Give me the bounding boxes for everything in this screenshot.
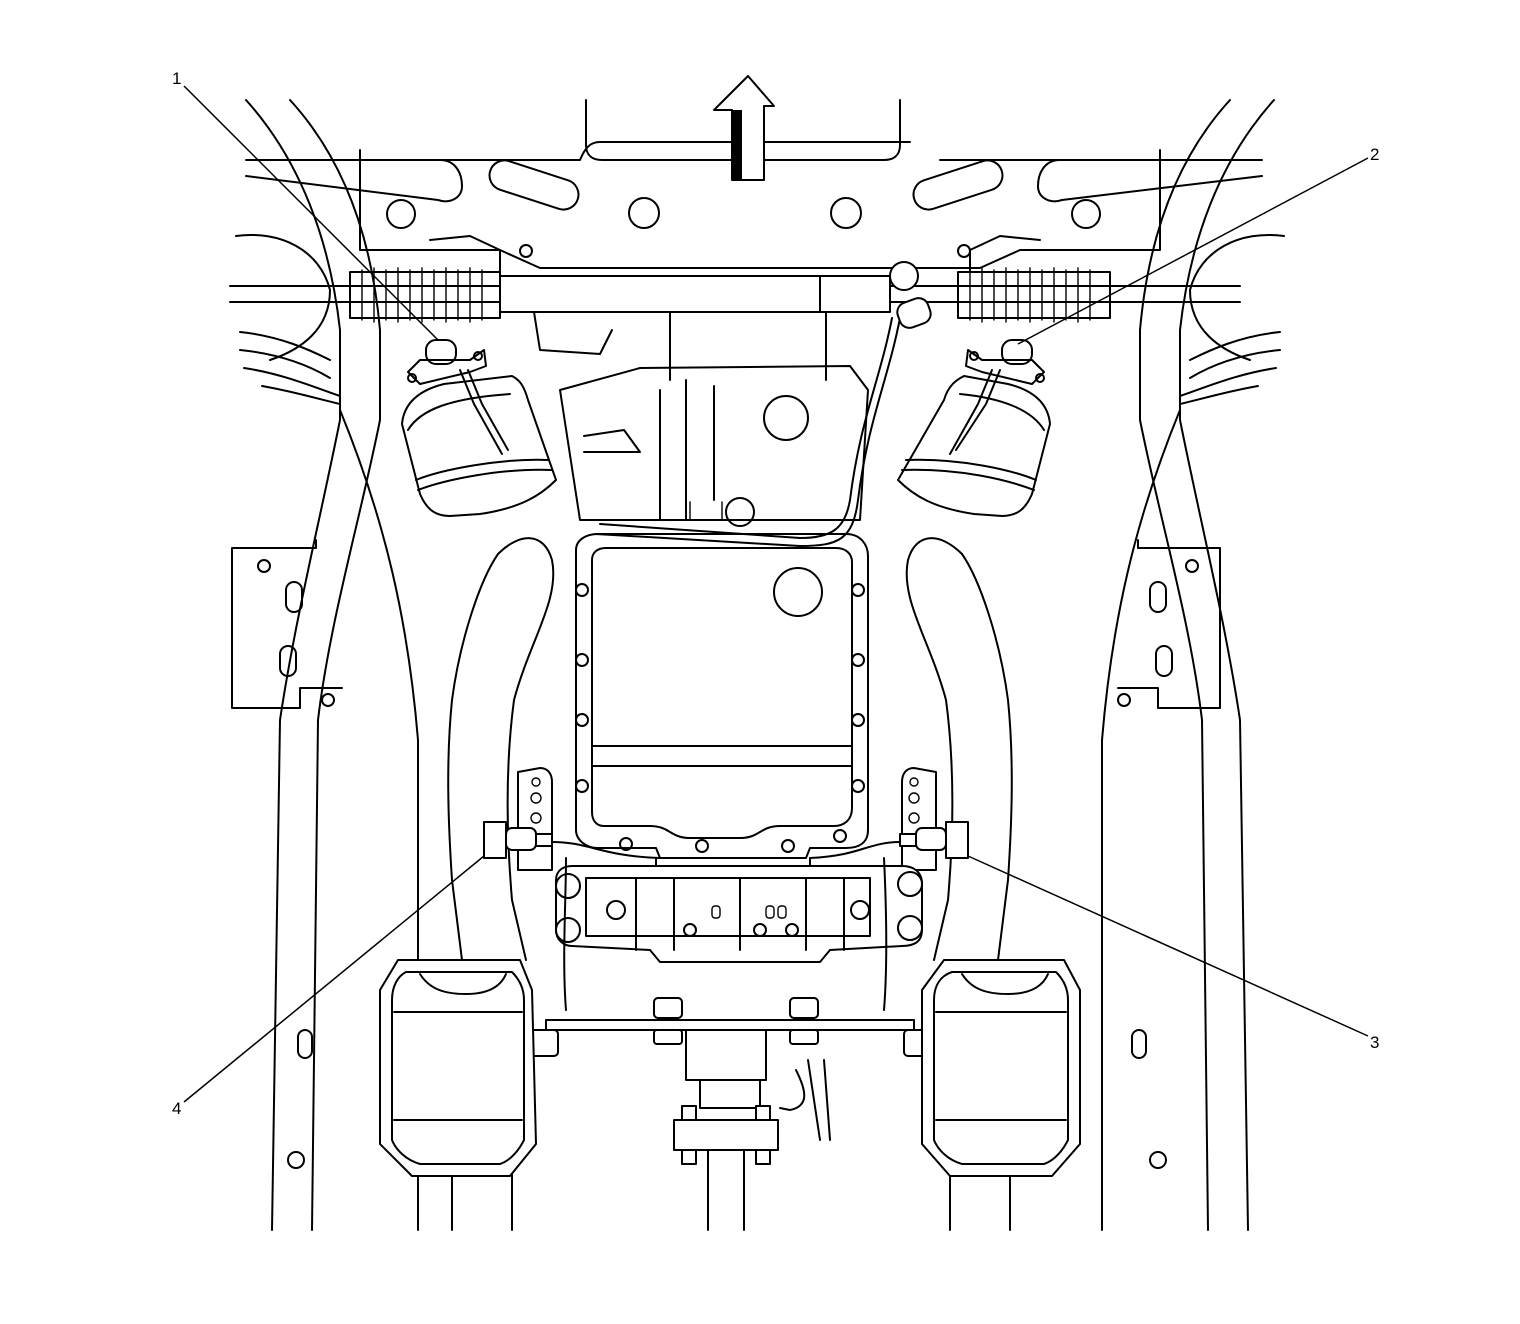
driveshaft	[673, 1029, 831, 1231]
callout-leaders	[183, 85, 1369, 1103]
left-rear-oxygen-sensor	[483, 821, 661, 859]
right-front-catalytic-converter	[897, 339, 1051, 517]
frame-rails	[231, 99, 1275, 1231]
left-rear-catalytic-converter	[379, 959, 537, 1177]
leader-line-2	[1017, 157, 1369, 345]
callout-1: 1	[172, 69, 181, 88]
callout-3: 3	[1370, 1033, 1379, 1052]
right-spring	[1179, 234, 1285, 405]
left-sensor-harness	[563, 857, 567, 1011]
right-rear-catalytic-converter	[921, 959, 1081, 1177]
left-spring	[235, 234, 341, 405]
front-crossmember	[245, 99, 1263, 269]
oil-pan	[575, 533, 869, 859]
front-direction-arrow-icon	[713, 75, 775, 181]
transmission-crossmember	[517, 767, 937, 963]
right-sensor-harness	[883, 857, 888, 1011]
callout-4: 4	[172, 1099, 181, 1118]
steering-rack	[229, 235, 1241, 323]
engine-block	[533, 261, 932, 547]
right-rear-oxygen-sensor	[809, 821, 969, 859]
exhaust-hanger-crossbar	[525, 997, 935, 1057]
leader-line-3	[967, 855, 1369, 1037]
leader-line-4	[183, 855, 485, 1103]
callout-2: 2	[1370, 145, 1379, 164]
leader-line-1	[183, 85, 439, 341]
left-front-catalytic-converter	[401, 339, 557, 517]
